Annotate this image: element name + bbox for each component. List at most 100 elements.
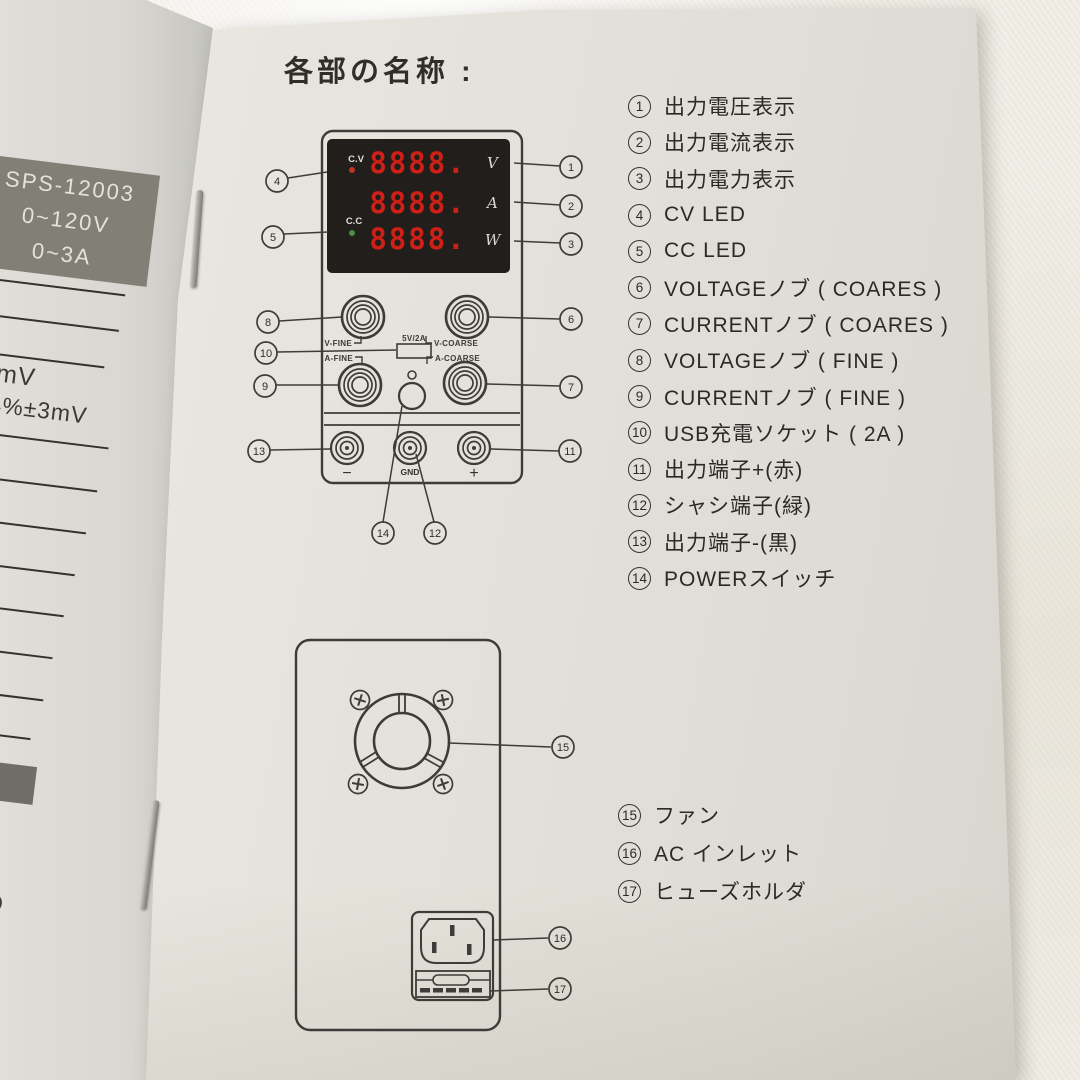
- watt-unit: W: [485, 231, 502, 249]
- item-label: ファン: [654, 805, 720, 828]
- item-number: 5: [628, 239, 651, 263]
- cv-led-dot: [349, 167, 355, 173]
- svg-text:9: 9: [262, 381, 268, 393]
- item-label: VOLTAGEノブ ( COARES ): [664, 277, 943, 301]
- list-item: 7 CURRENTノブ ( COARES ): [628, 306, 949, 342]
- power-switch: [397, 381, 427, 411]
- item-label: CV LED: [664, 203, 746, 227]
- led-display: [327, 139, 510, 273]
- list-item: 3 出力電力表示: [628, 161, 949, 197]
- fan: [353, 692, 451, 790]
- svg-text:6: 6: [568, 314, 574, 326]
- minus-terminal: [329, 430, 365, 466]
- v-fine-connector: [354, 336, 362, 344]
- item-number: 17: [618, 879, 641, 903]
- item-number: 7: [628, 312, 651, 336]
- list-item: 1 出力電圧表示: [628, 88, 949, 124]
- item-label: CURRENTノブ ( COARES ): [664, 313, 949, 337]
- screw: [347, 773, 369, 795]
- item-number: 6: [628, 276, 651, 300]
- list-item: 16 AC インレット: [618, 834, 807, 872]
- usb-socket: [396, 343, 432, 359]
- a-fine-label: A-FINE: [325, 354, 354, 363]
- item-number: 13: [628, 530, 651, 554]
- svg-text:2: 2: [568, 201, 574, 213]
- ac-pin-left: [432, 942, 437, 953]
- usb-socket-label: 5V/2A: [402, 334, 426, 343]
- item-label: 出力電力表示: [664, 168, 796, 192]
- list-item: 5 CC LED: [628, 233, 949, 269]
- item-label: 出力電流表示: [664, 132, 796, 156]
- item-label: VOLTAGEノブ ( FINE ): [664, 350, 900, 374]
- item-number: 12: [628, 493, 651, 517]
- screw: [432, 773, 454, 795]
- svg-text:3: 3: [568, 239, 574, 251]
- item-label: CURRENTノブ ( FINE ): [664, 386, 906, 410]
- a-coarse-knob: [442, 360, 488, 406]
- a-fine-knob: [337, 362, 383, 408]
- list-item: 10 USB充電ソケット ( 2A ): [628, 415, 949, 451]
- item-number: 2: [628, 130, 651, 154]
- cc-led-dot: [349, 230, 355, 236]
- fuse-holder-handle: [432, 974, 470, 986]
- fuse-holder-vents: [420, 988, 482, 993]
- list-item: 14 POWERスイッチ: [628, 560, 949, 596]
- item-number: 15: [618, 803, 641, 827]
- plus-terminal-label: +: [469, 465, 478, 482]
- voltage-readout: 8888.: [369, 146, 466, 180]
- svg-text:13: 13: [253, 446, 265, 458]
- gnd-terminal-label: GND: [401, 467, 420, 477]
- svg-text:4: 4: [274, 176, 280, 188]
- ac-pin-top: [450, 925, 455, 936]
- a-fine-connector: [355, 356, 363, 364]
- svg-text:14: 14: [377, 528, 389, 540]
- volt-unit: V: [487, 154, 500, 172]
- item-label: CC LED: [664, 239, 748, 263]
- page-title: 各部の名称 :: [284, 56, 475, 88]
- item-label: AC インレット: [654, 843, 803, 866]
- svg-text:12: 12: [429, 528, 441, 540]
- screw: [432, 689, 454, 711]
- cv-led-label: C.V: [348, 154, 365, 165]
- item-label: USB充電ソケット ( 2A ): [664, 422, 906, 446]
- front-panel-diagram: C.V C.C 8888. 8888. 8888. V A W: [247, 129, 583, 545]
- item-label: 出力端子-(黒): [664, 531, 798, 555]
- list-item: 2 出力電流表示: [628, 124, 949, 160]
- item-number: 3: [628, 167, 651, 191]
- ac-pin-right: [467, 944, 472, 955]
- item-number: 14: [628, 566, 651, 590]
- ac-inlet-socket: [420, 918, 485, 964]
- amp-unit: A: [485, 194, 498, 212]
- power-indicator: [407, 370, 417, 380]
- fuse-holder: [415, 970, 491, 998]
- item-number: 16: [618, 841, 641, 865]
- v-coarse-label: V-COARSE: [434, 339, 479, 348]
- item-label: POWERスイッチ: [664, 568, 837, 591]
- item-number: 1: [628, 94, 651, 118]
- item-label: 出力端子+(赤): [664, 459, 804, 483]
- rear-callout-lines: [448, 742, 552, 992]
- ac-inlet-module: [410, 910, 495, 1002]
- v-coarse-knob: [444, 294, 490, 340]
- rear-callouts: 15 16 17: [548, 735, 575, 1001]
- rear-panel-outline: [294, 638, 502, 1032]
- rear-panel-diagram: 15 16 17: [294, 638, 575, 1032]
- svg-text:8: 8: [265, 317, 271, 329]
- cc-led-label: C.C: [346, 216, 363, 227]
- v-fine-knob: [340, 294, 386, 340]
- svg-text:7: 7: [568, 382, 574, 394]
- power-readout: 8888.: [369, 222, 466, 256]
- list-item: 13 出力端子-(黒): [628, 524, 949, 560]
- svg-text:17: 17: [554, 984, 566, 996]
- svg-text:15: 15: [557, 742, 569, 754]
- item-number: 10: [628, 421, 651, 445]
- svg-text:10: 10: [260, 348, 272, 360]
- item-label: 出力電圧表示: [664, 96, 796, 120]
